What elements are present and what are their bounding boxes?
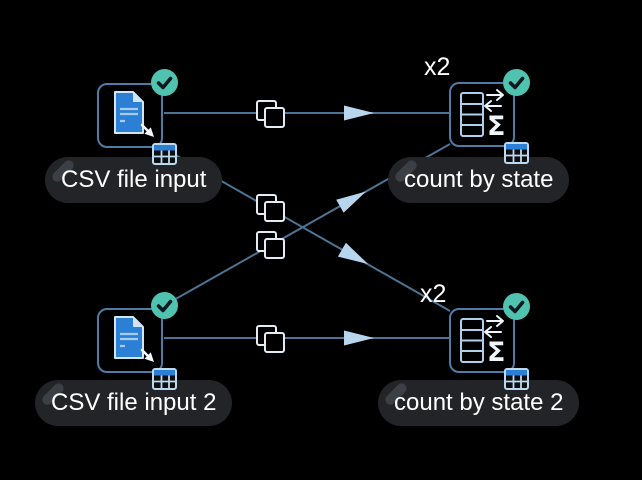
copy-icon-front-square (264, 332, 285, 353)
arrow-right-icon (485, 314, 504, 327)
csv-document-icon (113, 90, 154, 137)
copy-icon[interactable] (256, 194, 285, 223)
multiplicity-badge: x2 (424, 53, 451, 81)
node-label: count by state 2 (394, 389, 564, 416)
copy-icon-front-square (264, 201, 285, 222)
node-label-pill-csv-1[interactable]: CSV file input (45, 157, 223, 203)
arrow-left-icon (483, 99, 502, 112)
arrowhead-icon (344, 105, 374, 121)
node-label: CSV file input 2 (51, 389, 217, 416)
node-label: count by state (404, 166, 554, 193)
node-label-pill-count-1[interactable]: count by state (388, 157, 570, 203)
output-port-table-icon[interactable] (504, 368, 529, 390)
status-success-checkmark-icon (503, 293, 530, 320)
status-success-checkmark-icon (151, 292, 178, 319)
aggregate-table-icon: Σ (459, 314, 505, 368)
node-csv-file-input[interactable] (97, 83, 163, 148)
status-success-checkmark-icon (151, 69, 178, 96)
arrow-right-icon (485, 88, 504, 101)
output-port-table-icon[interactable] (504, 142, 529, 164)
node-label-pill-csv-2[interactable]: CSV file input 2 (35, 380, 233, 426)
node-label-pill-count-2[interactable]: count by state 2 (378, 380, 580, 426)
csv-document-icon (113, 315, 154, 362)
arrowhead-icon (344, 330, 374, 346)
node-count-by-state-2[interactable]: Σ (449, 308, 515, 373)
status-success-checkmark-icon (503, 69, 530, 96)
sigma-icon: Σ (487, 337, 505, 368)
node-count-by-state[interactable]: Σ (449, 82, 515, 147)
copy-icon[interactable] (256, 100, 285, 129)
node-csv-file-input-2[interactable] (97, 308, 163, 373)
multiplicity-badge: x2 (420, 280, 447, 308)
copy-icon[interactable] (256, 231, 285, 260)
copy-icon[interactable] (256, 325, 285, 354)
output-port-table-icon[interactable] (152, 143, 177, 165)
arrow-left-icon (483, 325, 502, 338)
arrowhead-icon (337, 242, 368, 264)
output-port-table-icon[interactable] (152, 368, 177, 390)
node-label: CSV file input (61, 166, 207, 193)
copy-icon-front-square (264, 238, 285, 259)
sigma-icon: Σ (487, 111, 505, 142)
copy-icon-front-square (264, 107, 285, 128)
aggregate-table-icon: Σ (459, 88, 505, 142)
arrowhead-icon (336, 191, 366, 213)
